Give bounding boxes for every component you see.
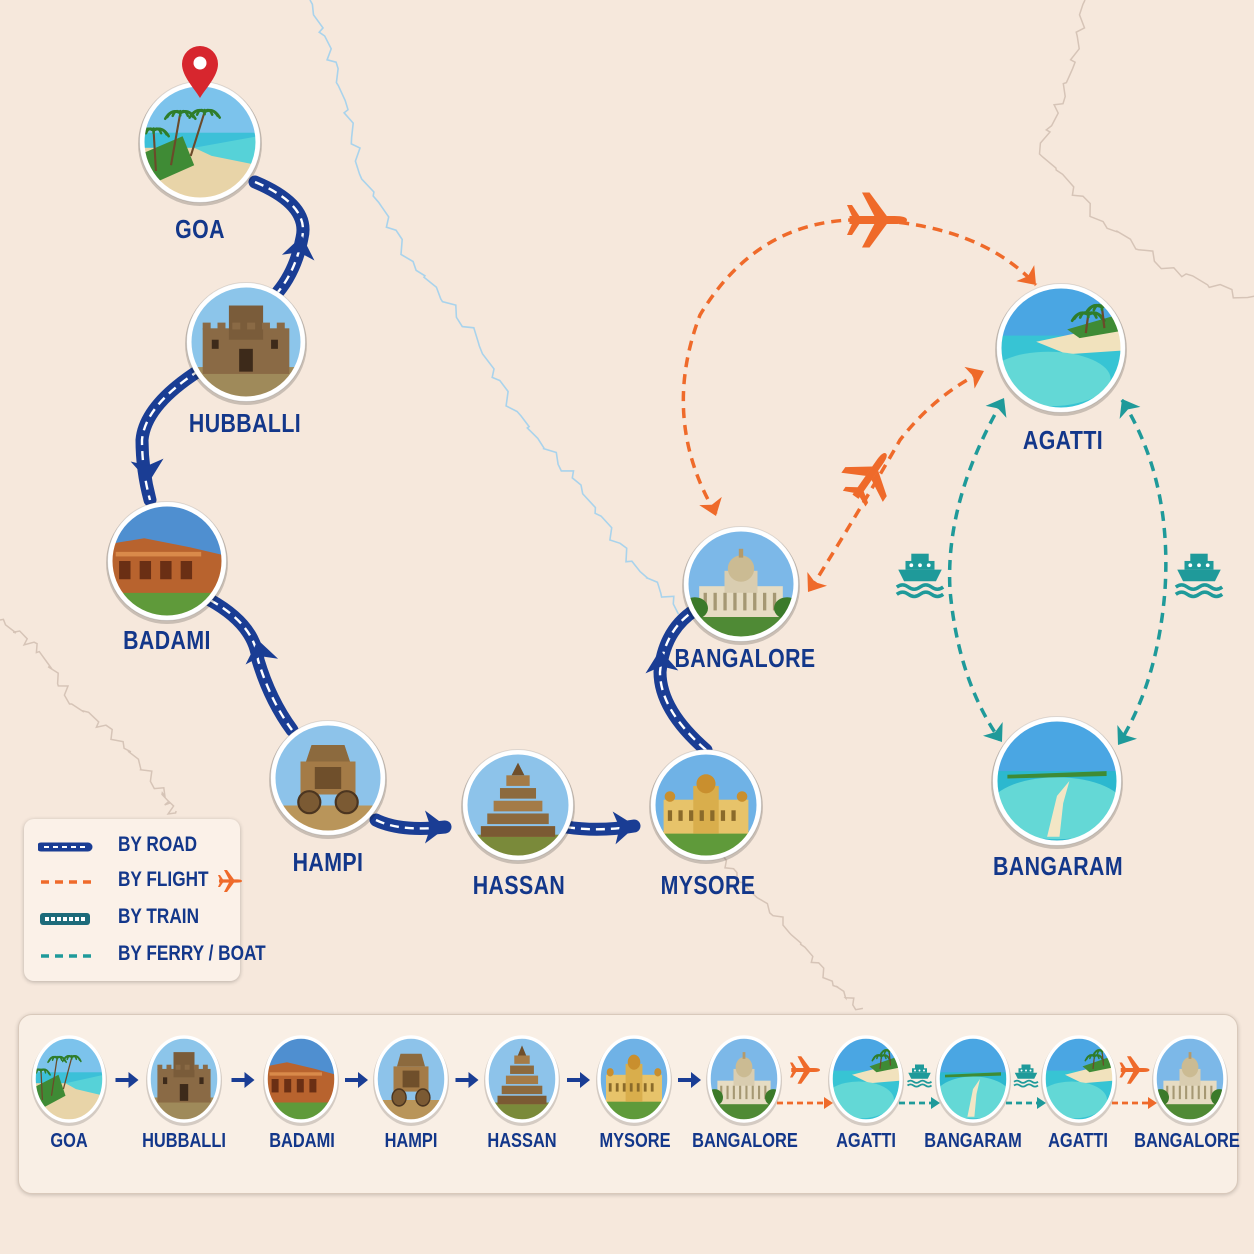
legend-item-ferry: BY FERRY / BOAT bbox=[38, 940, 266, 970]
ship-icon-east bbox=[1174, 553, 1224, 599]
stop-label-hampi[interactable]: HAMPI bbox=[292, 847, 364, 877]
legend-item-flight: BY FLIGHT bbox=[38, 866, 242, 896]
stop-photo-goa[interactable] bbox=[138, 81, 262, 207]
road-arrow-hubballi-goa bbox=[281, 236, 315, 261]
ferry-arrow-agatti-west bbox=[985, 398, 1007, 418]
stop-label-badami[interactable]: BADAMI bbox=[123, 625, 211, 655]
road-arrow-hampi-badami bbox=[245, 640, 279, 665]
stop-photo-hampi[interactable] bbox=[269, 720, 387, 840]
routes bbox=[130, 175, 1224, 845]
terrain-lines bbox=[0, 0, 1254, 1011]
airplane-icon-middle bbox=[841, 453, 887, 507]
itinerary-label-5: HASSAN bbox=[487, 1130, 557, 1152]
ferry-agatti-bangaram-west bbox=[947, 399, 1005, 742]
stop-photo-bangalore[interactable] bbox=[682, 526, 801, 646]
train-track-icon bbox=[40, 913, 90, 925]
border-line-east bbox=[1038, 0, 1254, 299]
road-goa-hubballi bbox=[248, 175, 310, 299]
ferry-line-icon bbox=[41, 954, 92, 958]
stop-photo-bangaram[interactable] bbox=[989, 716, 1125, 850]
stop-label-agatti[interactable]: AGATTI bbox=[1022, 425, 1104, 455]
road-line-icon bbox=[38, 842, 93, 852]
stop-photo-agatti[interactable] bbox=[987, 283, 1127, 417]
stop-label-hubballi[interactable]: HUBBALLI bbox=[188, 408, 302, 438]
stop-label-goa[interactable]: GOA bbox=[175, 214, 225, 244]
itinerary-label-3: BADAMI bbox=[269, 1130, 335, 1152]
airplane-icon bbox=[218, 870, 242, 892]
legend-item-road: BY ROAD bbox=[38, 831, 238, 861]
itinerary-label-9: BANGARAM bbox=[924, 1130, 1022, 1152]
flight-arrow-bangalore-2 bbox=[807, 572, 828, 592]
itinerary-label-2: HUBBALLI bbox=[142, 1130, 226, 1152]
road-arrow-bangalore bbox=[645, 650, 679, 674]
flight-line-icon bbox=[41, 880, 92, 884]
transport-legend: BY ROAD BY FLIGHT bbox=[24, 819, 266, 981]
ferry-arrow-bangaram-west bbox=[982, 722, 1003, 742]
stop-photo-mysore[interactable] bbox=[649, 749, 763, 865]
itinerary-label-10: AGATTI bbox=[1048, 1130, 1108, 1152]
stop-photo-badami[interactable] bbox=[106, 501, 228, 625]
ferry-arrow-bangaram-east bbox=[1117, 725, 1138, 745]
flight-arrow-agatti bbox=[1016, 265, 1036, 285]
river-line bbox=[309, 0, 680, 615]
stop-label-mysore[interactable]: MYSORE bbox=[660, 870, 756, 900]
stop-photo-hassan[interactable] bbox=[461, 749, 575, 865]
airplane-icon-top bbox=[847, 192, 907, 248]
border-line-west bbox=[0, 618, 177, 815]
ferry-bangaram-agatti-east bbox=[1118, 399, 1168, 743]
itinerary-strip bbox=[18, 1014, 1238, 1194]
itinerary-label-8: AGATTI bbox=[836, 1130, 896, 1152]
stop-label-hassan[interactable]: HASSAN bbox=[472, 870, 566, 900]
road-arrow-hassan bbox=[425, 810, 447, 844]
stop-photo-hubballi[interactable] bbox=[185, 282, 307, 406]
ferry-arrow-agatti-east bbox=[1119, 399, 1141, 419]
road-arrow-badami bbox=[130, 458, 164, 482]
legend-item-train: BY TRAIN bbox=[38, 903, 238, 933]
itinerary-label-11: BANGALORE bbox=[1134, 1130, 1240, 1152]
flight-agatti-bangalore-line bbox=[808, 370, 983, 591]
stop-label-bangaram[interactable]: BANGARAM bbox=[992, 851, 1124, 881]
stop-label-bangalore[interactable]: BANGALORE bbox=[674, 643, 816, 673]
road-badami-hampi bbox=[203, 593, 299, 737]
itinerary-label-7: BANGALORE bbox=[692, 1130, 798, 1152]
road-hubballi-badami bbox=[135, 363, 207, 507]
itinerary-label-4: HAMPI bbox=[384, 1130, 438, 1152]
flight-arrow-agatti-2 bbox=[964, 366, 984, 389]
border-line-south bbox=[699, 829, 864, 1011]
itinerary-label-6: MYSORE bbox=[599, 1130, 671, 1152]
stops bbox=[106, 81, 1127, 865]
location-pin-icon bbox=[182, 46, 218, 98]
ship-icon-west bbox=[895, 553, 945, 599]
road-mysore-bangalore bbox=[653, 603, 713, 757]
flight-arrow-bangalore-top bbox=[699, 496, 722, 516]
road-arrow-mysore bbox=[612, 811, 636, 845]
itinerary-label-1: GOA bbox=[50, 1130, 88, 1152]
